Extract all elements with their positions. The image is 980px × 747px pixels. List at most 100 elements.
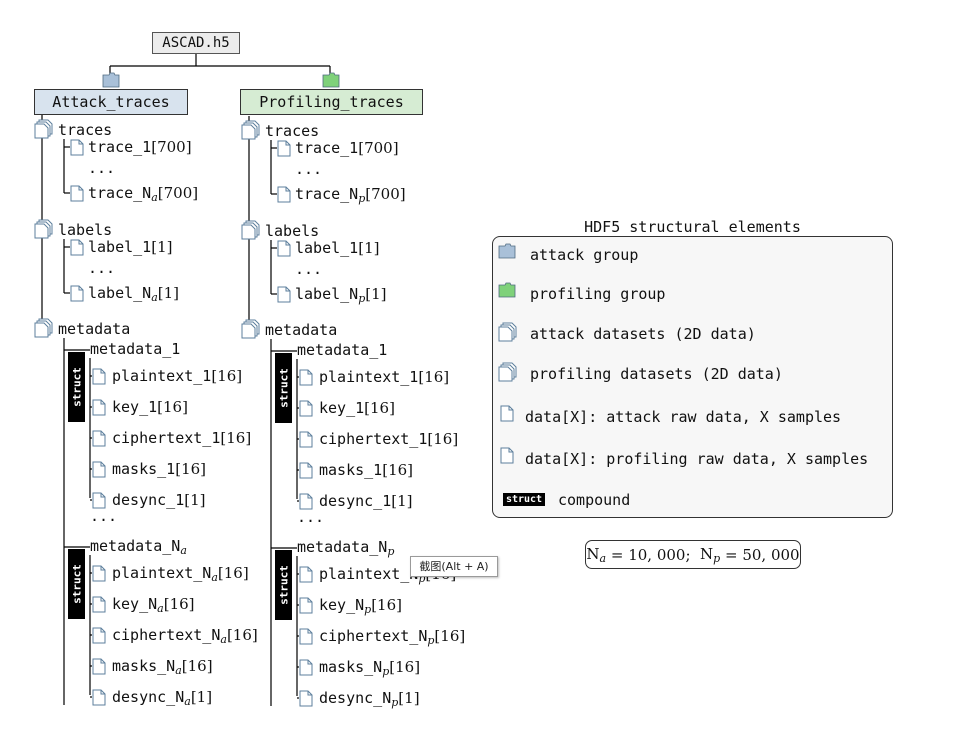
attack-group-folder-icon [498,243,516,263]
attack-label-first[interactable]: label_1[1] [88,238,172,256]
node-name: desync_1 [112,491,185,509]
profiling-metadata-dataset-icon [241,319,261,343]
subscript: a [151,291,158,304]
attack-metadata-n-field-2-file-icon [92,627,106,648]
attack-metadata-dataset-icon [34,318,54,342]
attack-metadata-n-field-2[interactable]: ciphertext_Na[16] [112,626,258,649]
attack-metadata-n-record-name[interactable]: metadata_Na [90,537,187,560]
attack-metadata-n-field-0-file-icon [92,565,106,586]
attack-metadata-1-field-3[interactable]: masks_1[16] [112,460,206,478]
profiling-metadata-1-field-0[interactable]: plaintext_1[16] [319,368,449,386]
profiling-metadata-1-field-4[interactable]: desync_1[1] [319,492,413,510]
attack-metadata-n-field-1-file-icon [92,596,106,617]
profiling-metadata-n-field-3-file-icon [299,659,313,680]
attack-trace-last-file-icon [70,185,84,206]
attack-metadata-1-record-name[interactable]: metadata_1 [90,340,180,358]
profiling-metadata-1-field-1[interactable]: key_1[16] [319,399,395,417]
node-name: trace_1 [295,139,359,157]
node-name: key_1 [319,399,365,417]
node-name: metadata_N [297,538,388,556]
profiling-trace-last[interactable]: trace_Np[700] [295,185,406,208]
dimension: [16] [181,657,213,675]
profiling-metadata-n-field-4-file-icon [299,690,313,711]
attack-label-last[interactable]: label_Na[1] [88,284,179,307]
profiling-labels-ellipsis: ... [295,260,323,278]
profiling-trace-last-file-icon [277,186,291,207]
attack-metadata-node[interactable]: metadata [58,320,130,338]
node-name: trace_1 [88,138,152,156]
profiling-metadata-n-field-2[interactable]: ciphertext_Np[16] [319,627,465,650]
attack-metadata-1-field-1-file-icon [92,399,106,420]
profiling-metadata-1-record-name[interactable]: metadata_1 [297,341,387,359]
profiling-metadata-n-field-4[interactable]: desync_Np[1] [319,689,420,712]
attack-metadata-n-field-4-file-icon [92,689,106,710]
attack-metadata-1-field-1[interactable]: key_1[16] [112,398,188,416]
attack-traces-ellipsis: ... [88,159,116,177]
attack-group-box[interactable]: Attack_traces [34,89,188,115]
dimension: [1] [184,491,206,509]
profiling-metadata-node[interactable]: metadata [265,321,337,339]
attack-label-first-file-icon [70,239,84,260]
node-name: label_N [88,284,152,302]
legend-item-label: profiling datasets (2D data) [530,365,783,383]
dimension: [16] [418,368,450,386]
profiling-traces-dataset-icon [241,120,261,144]
struct-tag-icon: struct [68,352,85,422]
attack-metadata-1-field-4-file-icon [92,492,106,513]
attack-labels-node[interactable]: labels [58,221,112,239]
dimension: [16] [382,461,414,479]
attack-records-ellipsis: ... [90,507,118,525]
profiling-traces-node[interactable]: traces [265,122,319,140]
subscript: p [382,665,390,678]
attack-metadata-n-field-3[interactable]: masks_Na[16] [112,657,213,680]
node-name: plaintext_N [319,565,419,583]
profiling-metadata-1-field-3-file-icon [299,462,313,483]
attack-trace-last[interactable]: trace_Na[700] [88,184,198,207]
subscript: a [220,633,227,646]
legend-box [492,236,893,518]
struct-tag-label: struct [277,565,290,605]
attack-traces-node[interactable]: traces [58,121,112,139]
profiling-metadata-n-field-2-file-icon [299,628,313,649]
dimension: [16] [163,595,195,613]
na-value: = 10, 000; [606,545,701,564]
profiling-labels-node[interactable]: labels [265,222,319,240]
profiling-label-first[interactable]: label_1[1] [295,239,379,257]
profiling-metadata-1-field-2[interactable]: ciphertext_1[16] [319,430,458,448]
attack-trace-first[interactable]: trace_1[700] [88,138,192,156]
dimension: [1] [365,285,387,303]
dimension: [16] [364,399,395,417]
node-name: masks_1 [112,460,176,478]
root-file-box[interactable]: ASCAD.h5 [152,32,240,54]
dimension: [16] [371,596,402,614]
profiling-metadata-n-record-name[interactable]: metadata_Np [297,538,394,561]
subscript: p [427,634,435,647]
profiling-metadata-1-field-2-file-icon [299,431,313,452]
dimension: [1] [157,284,180,302]
profiling-trace-first[interactable]: trace_1[700] [295,139,399,157]
attack-metadata-n-field-4[interactable]: desync_Na[1] [112,688,212,711]
profiling-label-last[interactable]: label_Np[1] [295,285,387,308]
attack-metadata-n-field-0[interactable]: plaintext_Na[16] [112,564,249,587]
attack-metadata-1-field-0[interactable]: plaintext_1[16] [112,367,242,385]
attack-metadata-1-field-4[interactable]: desync_1[1] [112,491,206,509]
profiling-metadata-n-field-1[interactable]: key_Np[16] [319,596,402,619]
node-name: labels [265,222,320,240]
subscript: a [211,571,218,584]
node-name: ciphertext_1 [112,429,221,447]
profiling-metadata-n-field-3[interactable]: masks_Np[16] [319,658,420,681]
node-name: desync_1 [319,492,392,510]
dimension: [16] [226,626,258,644]
dimension: [1] [391,492,413,510]
attack-metadata-1-field-2[interactable]: ciphertext_1[16] [112,429,251,447]
profiling-group-box[interactable]: Profiling_traces [240,89,423,115]
node-name: masks_N [112,657,176,675]
legend-item-label: attack group [530,246,639,264]
node-name: desync_N [319,689,392,707]
attack-trace-first-file-icon [70,139,84,160]
subscript: p [387,545,395,558]
node-name: label_1 [295,239,359,257]
node-name: plaintext_N [112,564,212,582]
attack-metadata-n-field-1[interactable]: key_Na[16] [112,595,195,618]
profiling-metadata-1-field-3[interactable]: masks_1[16] [319,461,413,479]
